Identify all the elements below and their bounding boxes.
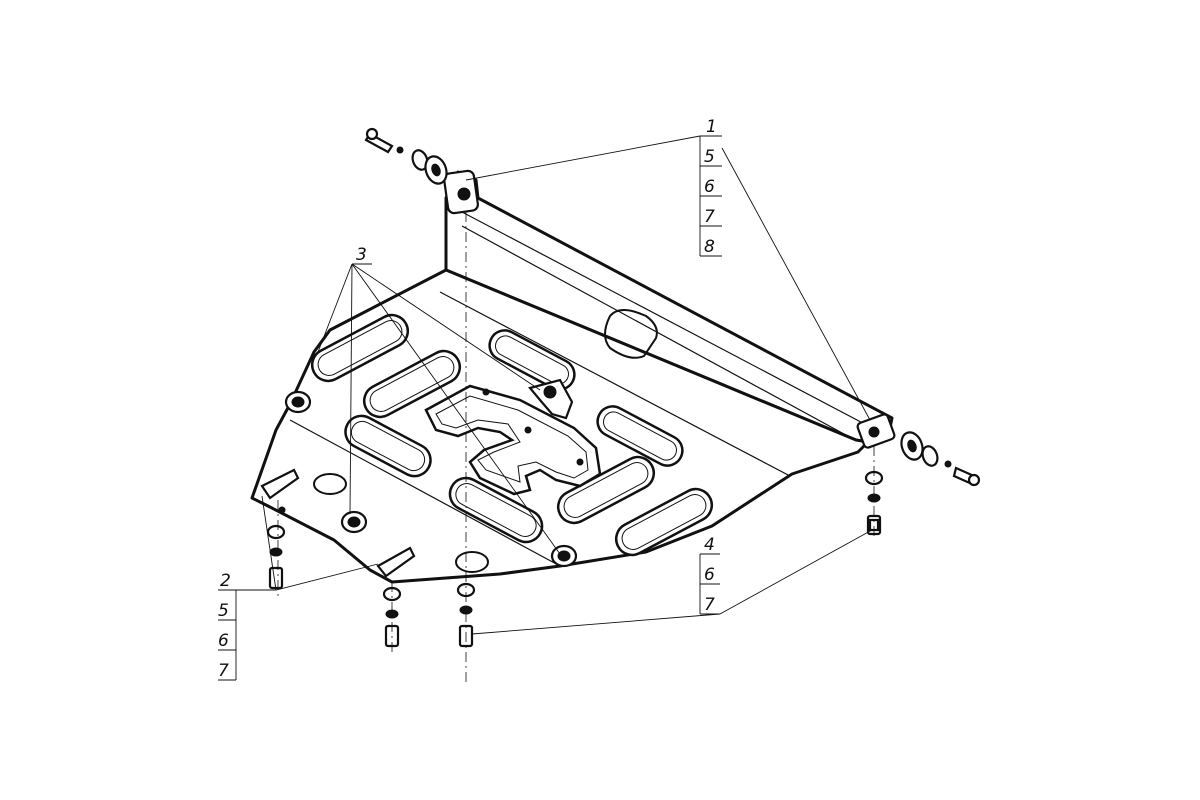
bracket-left	[260, 468, 300, 500]
callout-label: 6	[218, 631, 229, 651]
slot-2	[362, 349, 462, 419]
callout-label: 7	[704, 207, 715, 227]
nut-left	[284, 390, 312, 414]
top-left-mount	[443, 169, 479, 215]
callout-label: 4	[704, 535, 715, 555]
callout-label: 6	[704, 565, 715, 585]
bolt-right	[900, 431, 981, 487]
nut-bottom-center	[550, 544, 578, 568]
center-rib	[424, 384, 602, 496]
callout-label: 6	[704, 177, 715, 197]
callout-label: 2	[220, 571, 231, 591]
callout-bottom-middle: 4 6 7	[699, 535, 720, 615]
center-bracket	[528, 378, 574, 420]
flange-window	[604, 309, 658, 359]
callout-label: 3	[356, 245, 367, 265]
callout-label: 5	[218, 601, 229, 621]
slot-3	[488, 329, 576, 391]
callout-top-left: 3	[356, 245, 367, 265]
plate-hardware	[260, 169, 896, 578]
slot-6	[448, 476, 544, 544]
bracket-bottom	[376, 546, 416, 578]
callout-label: 8	[704, 237, 715, 257]
slot-1	[310, 313, 410, 383]
callout-label: 1	[706, 117, 717, 137]
bolt-stack-left	[266, 524, 286, 590]
slot-5	[596, 405, 684, 467]
callout-top-right: 1 5 6 7 8	[699, 117, 722, 257]
callout-bottom-left: 2 5 6 7	[218, 571, 237, 681]
hole-center	[455, 551, 489, 573]
bolt-top-left	[364, 127, 448, 185]
callout-label: 7	[704, 595, 715, 615]
right-mount	[856, 413, 896, 449]
slot-4	[344, 414, 432, 478]
callout-label: 7	[218, 661, 229, 681]
callout-label: 5	[704, 147, 715, 167]
nut-bottom-left	[340, 510, 368, 534]
leader-lines	[218, 135, 873, 635]
slot-8	[614, 487, 714, 557]
plate-slots	[310, 313, 714, 557]
axis-lines	[277, 212, 875, 686]
hole-left	[313, 473, 347, 495]
